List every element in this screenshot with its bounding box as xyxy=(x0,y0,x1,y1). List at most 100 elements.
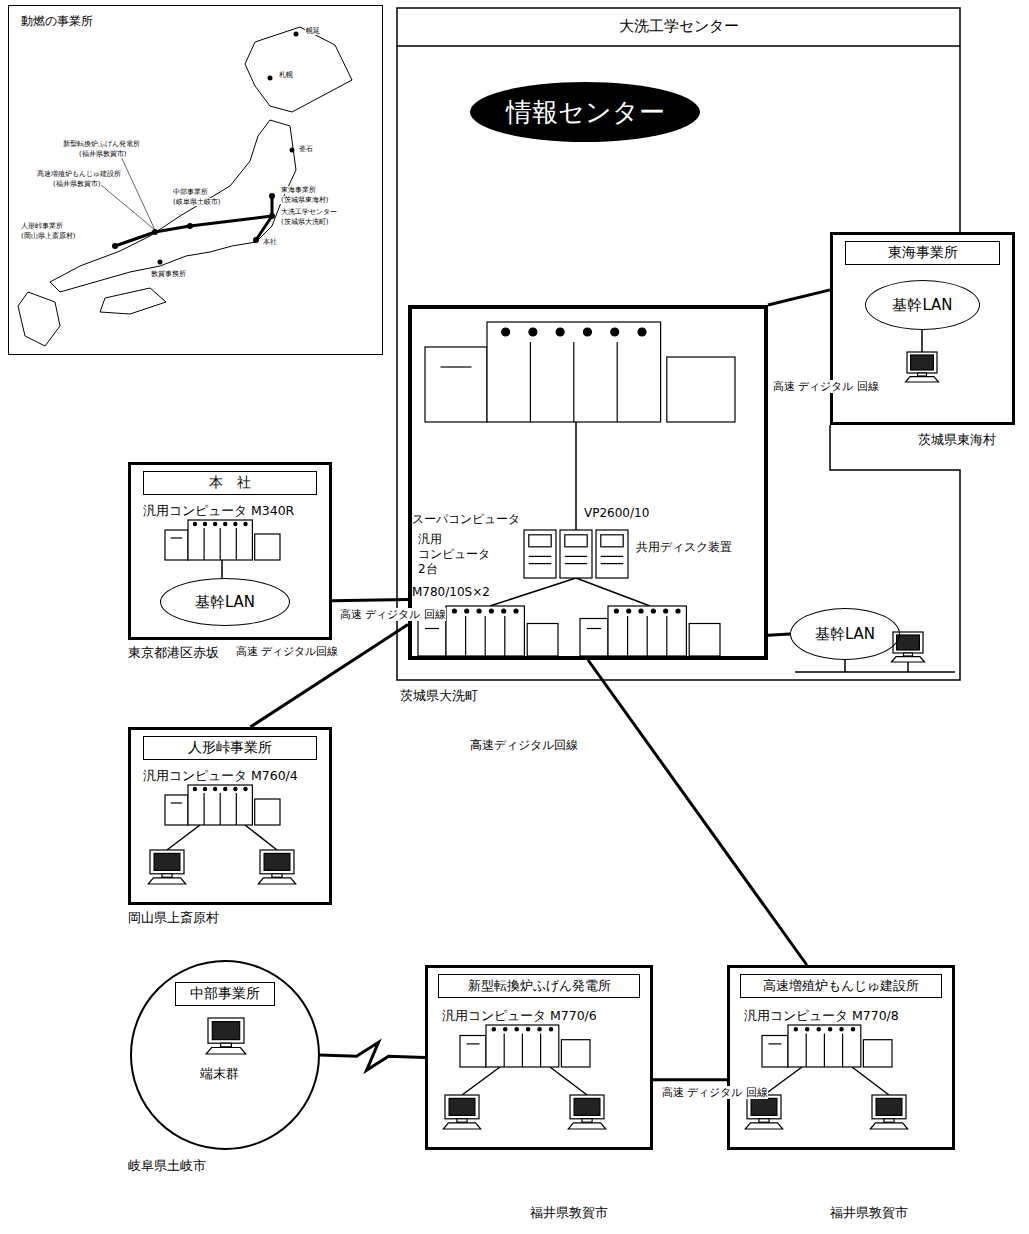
location-label: 岐阜県土岐市 xyxy=(128,1158,206,1174)
drawing-stroke xyxy=(651,609,655,613)
drawing-stroke xyxy=(759,1119,769,1122)
drawing-stroke xyxy=(465,609,469,613)
drawing-stroke xyxy=(596,530,628,578)
part-label: スーパコンピュータ xyxy=(412,512,520,527)
site-heading: 新型転換炉ふげん発電所 xyxy=(438,974,640,998)
wire xyxy=(221,560,223,578)
drawing-stroke xyxy=(258,878,295,884)
drawing-stroke xyxy=(538,1028,541,1031)
digital-line xyxy=(768,634,790,635)
drawing-stroke xyxy=(828,1028,831,1031)
wire xyxy=(907,662,909,672)
digital-line xyxy=(588,660,807,965)
drawing-stroke xyxy=(918,373,927,376)
map-label: 札幌 xyxy=(278,71,294,79)
drawing-stroke xyxy=(203,522,206,525)
drawing-stroke xyxy=(617,342,618,422)
digital-line xyxy=(653,1078,727,1081)
map-label: (福井県敦賀市) xyxy=(52,180,101,188)
drawing-stroke xyxy=(870,1123,907,1129)
drawing-stroke xyxy=(502,328,510,336)
drawing-stroke xyxy=(165,530,188,560)
site-heading: 中部事業所 xyxy=(175,982,275,1006)
drawing-stroke xyxy=(806,1028,809,1031)
wire xyxy=(921,330,923,352)
drawing-stroke xyxy=(676,609,680,613)
drawing-stroke xyxy=(627,616,628,656)
drawing-stroke xyxy=(897,635,920,650)
drawing-stroke xyxy=(171,537,183,538)
drawing-stroke xyxy=(601,563,623,564)
drawing-stroke xyxy=(489,609,493,613)
wire xyxy=(852,1067,889,1095)
drawing-stroke xyxy=(611,328,619,336)
drawing-stroke xyxy=(601,556,623,557)
drawing-stroke xyxy=(443,1123,480,1129)
map-label: 釜石 xyxy=(298,145,314,153)
computer-room-box: スーパコンピュータVP2600/10汎用 コンピュータ 2台M780/10S×2… xyxy=(408,305,768,660)
drawing-stroke xyxy=(745,1123,782,1129)
drawing-stroke xyxy=(638,328,646,336)
disk-unit-icon xyxy=(524,530,556,578)
drawing-stroke xyxy=(884,1119,894,1122)
drawing-stroke xyxy=(504,1028,507,1031)
drawing-stroke xyxy=(236,793,237,825)
drawing-stroke xyxy=(188,520,252,560)
drawing-stroke xyxy=(260,850,294,874)
drawing-stroke xyxy=(601,535,623,547)
drawing-stroke xyxy=(220,528,221,560)
map-label: (茨城県東海村) xyxy=(280,196,329,204)
mainframe-icon xyxy=(425,322,735,422)
lan-ellipse: 基幹LAN xyxy=(160,578,290,626)
computer-model: 汎用コンピュータ M770/8 xyxy=(744,1008,899,1024)
wire xyxy=(764,1067,802,1095)
part-label: 共用ディスク装置 xyxy=(636,540,732,555)
drawing-stroke xyxy=(583,328,591,336)
disk-unit-icon xyxy=(596,530,628,578)
model-number: M780/10S×2 xyxy=(412,585,490,600)
wire xyxy=(550,1067,587,1095)
location-label: 茨城県大洗町 xyxy=(400,688,478,704)
line-label: 高速ディジタル回線 xyxy=(470,738,578,752)
drawing-stroke xyxy=(788,1025,861,1067)
drawing-stroke xyxy=(515,1028,518,1031)
drawing-stroke xyxy=(244,522,247,525)
drawing-stroke xyxy=(204,793,205,825)
drawing-stroke xyxy=(214,787,217,790)
lan-ellipse: 基幹LAN xyxy=(865,280,980,330)
lan-name: 基幹LAN xyxy=(195,593,255,612)
location-label: 東京都港区赤坂 xyxy=(128,645,219,661)
drawing-stroke xyxy=(234,522,237,525)
site-box: 人形峠事業所汎用コンピュータ M760/4 xyxy=(128,727,332,905)
drawing-stroke xyxy=(154,853,180,870)
map-label: 高速増殖炉もんじゅ建設所 xyxy=(36,170,122,178)
mainframe-icon xyxy=(762,1025,892,1067)
drawing-stroke xyxy=(540,1033,541,1067)
map-label: (茨城県大洗町) xyxy=(280,218,329,226)
drawing-stroke xyxy=(203,787,206,790)
computer-model: 汎用コンピュータ M340R xyxy=(143,503,294,519)
site-title: 大洗工学センター xyxy=(397,17,960,36)
drawing-stroke xyxy=(264,853,290,870)
terminal-icon xyxy=(258,850,295,884)
drawing-stroke xyxy=(529,535,551,547)
site-region: 大洗工学センター情報センタースーパコンピュータVP2600/10汎用 コンピュー… xyxy=(397,8,960,680)
drawing-stroke xyxy=(647,616,648,656)
drawing-stroke xyxy=(193,787,196,790)
site-circle: 中部事業所端末群 xyxy=(130,960,320,1150)
drawing-stroke xyxy=(608,606,686,656)
center-ellipse: 情報センター xyxy=(470,82,700,142)
map-label: 幌延 xyxy=(305,27,321,35)
drawing-stroke xyxy=(560,530,592,578)
site-heading: 人形峠事業所 xyxy=(143,736,317,760)
site-heading: 本 社 xyxy=(143,471,317,495)
drawing-stroke xyxy=(193,522,196,525)
drawing-stroke xyxy=(204,528,205,560)
drawing-stroke xyxy=(906,377,939,382)
drawing-stroke xyxy=(666,616,667,656)
drawing-stroke xyxy=(224,787,227,790)
drawing-stroke xyxy=(689,624,720,657)
drawing-stroke xyxy=(244,787,247,790)
drawing-stroke xyxy=(514,609,518,613)
drawing-stroke xyxy=(485,616,486,656)
